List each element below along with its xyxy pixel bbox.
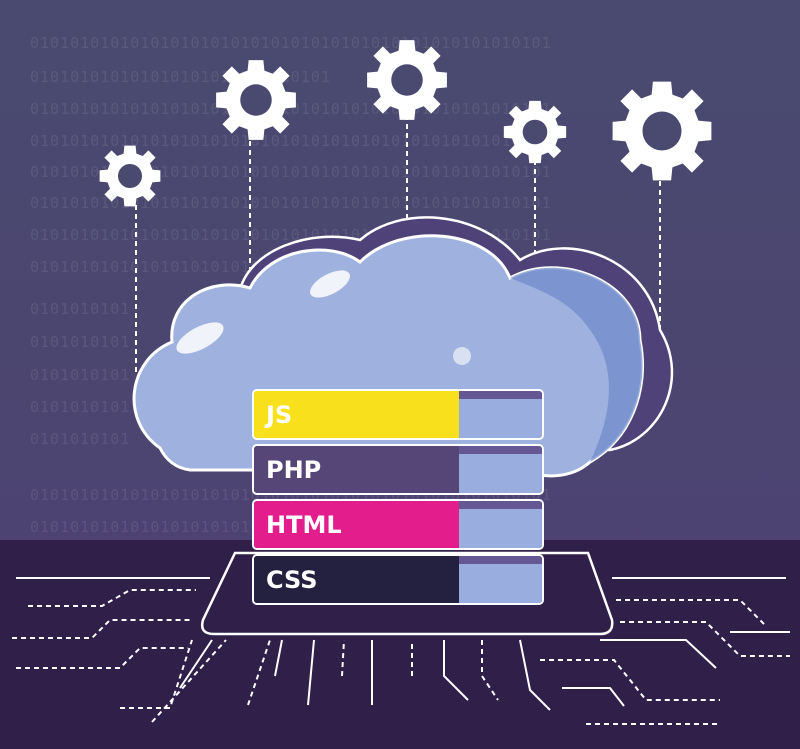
gear-icon	[367, 40, 447, 120]
circuit-board-icon	[12, 551, 790, 725]
layer-body	[254, 391, 459, 438]
layer-side	[459, 501, 542, 548]
layer-label: PHP	[266, 456, 322, 484]
layer-side	[459, 391, 542, 438]
layer-body	[254, 501, 459, 548]
layer-label: CSS	[266, 566, 318, 594]
layer-label: JS	[266, 401, 293, 429]
layer-side	[459, 446, 542, 493]
gear-icon	[503, 100, 567, 164]
layer-side	[459, 556, 542, 603]
layer-body	[254, 446, 459, 493]
stack-layer-css: CSS	[252, 554, 544, 605]
stack-layer-html: HTML	[252, 499, 544, 550]
stack-layer-php: PHP	[252, 444, 544, 495]
gear-icon	[99, 145, 161, 207]
gear-icon	[216, 60, 296, 140]
layer-body	[254, 556, 459, 603]
gear-icon	[612, 81, 712, 181]
stack-layer-js: JS	[252, 389, 544, 440]
layer-label: HTML	[266, 511, 342, 539]
